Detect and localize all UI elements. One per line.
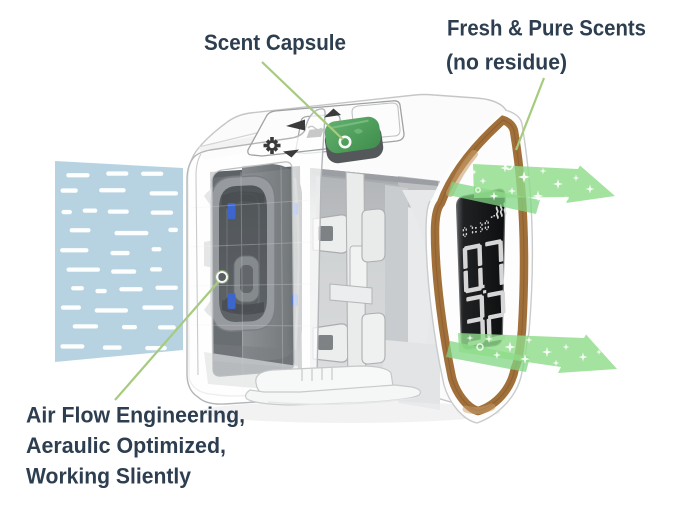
svg-text:Working Sliently: Working Sliently <box>26 464 192 489</box>
svg-text:Scent Capsule: Scent Capsule <box>204 30 346 55</box>
svg-text:(no residue): (no residue) <box>446 49 567 74</box>
svg-text:Aeraulic Optimized,: Aeraulic Optimized, <box>26 433 226 458</box>
svg-text:Air Flow Engineering,: Air Flow Engineering, <box>26 402 245 427</box>
svg-text:Fresh & Pure Scents: Fresh & Pure Scents <box>447 16 646 41</box>
